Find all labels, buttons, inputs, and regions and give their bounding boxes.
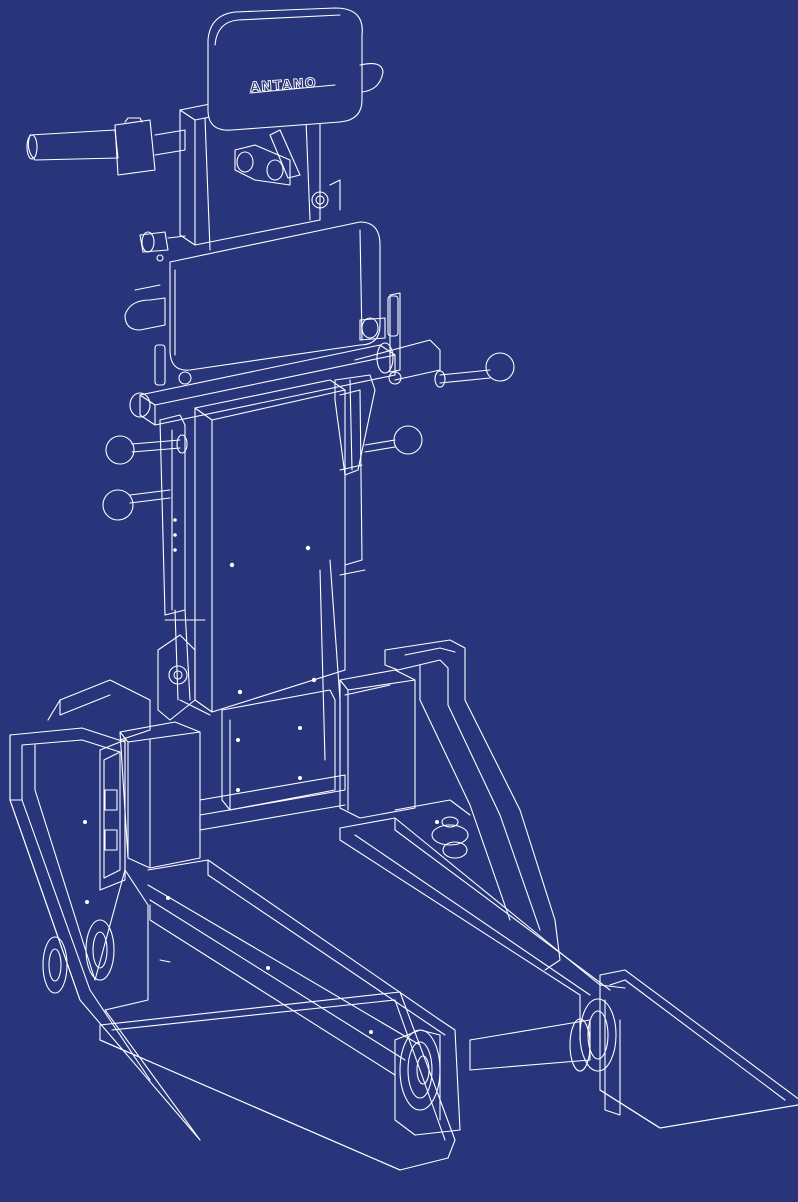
- base-details: [83, 799, 471, 1034]
- base-cross-beam: [199, 684, 391, 831]
- left-handle: [26, 117, 186, 176]
- left-ramp-frame: [9, 727, 201, 1141]
- adjustment-knobs: [102, 231, 515, 521]
- side-hub-plate: [157, 634, 211, 721]
- left-gear-housing: [47, 679, 151, 891]
- right-track: [339, 817, 626, 1071]
- left-side-column: [159, 414, 206, 701]
- right-side-tube: [319, 389, 366, 761]
- right-side-lever: [334, 374, 376, 476]
- back-pad: [169, 221, 381, 371]
- track-wheels: [42, 816, 617, 1111]
- left-cover-box: [119, 721, 201, 869]
- brand-logo-text: ANTANO: [250, 76, 318, 96]
- headrest-brackets: [234, 129, 341, 211]
- right-ramp-plate: [599, 969, 798, 1129]
- crossbar: [129, 339, 441, 426]
- right-cover-box: [339, 669, 416, 819]
- headrest-pad: ANTANO: [207, 7, 384, 131]
- right-ramp-frame: [384, 639, 561, 971]
- spine-lower-plate: [221, 689, 336, 811]
- left-ramp-plate: [99, 991, 456, 1171]
